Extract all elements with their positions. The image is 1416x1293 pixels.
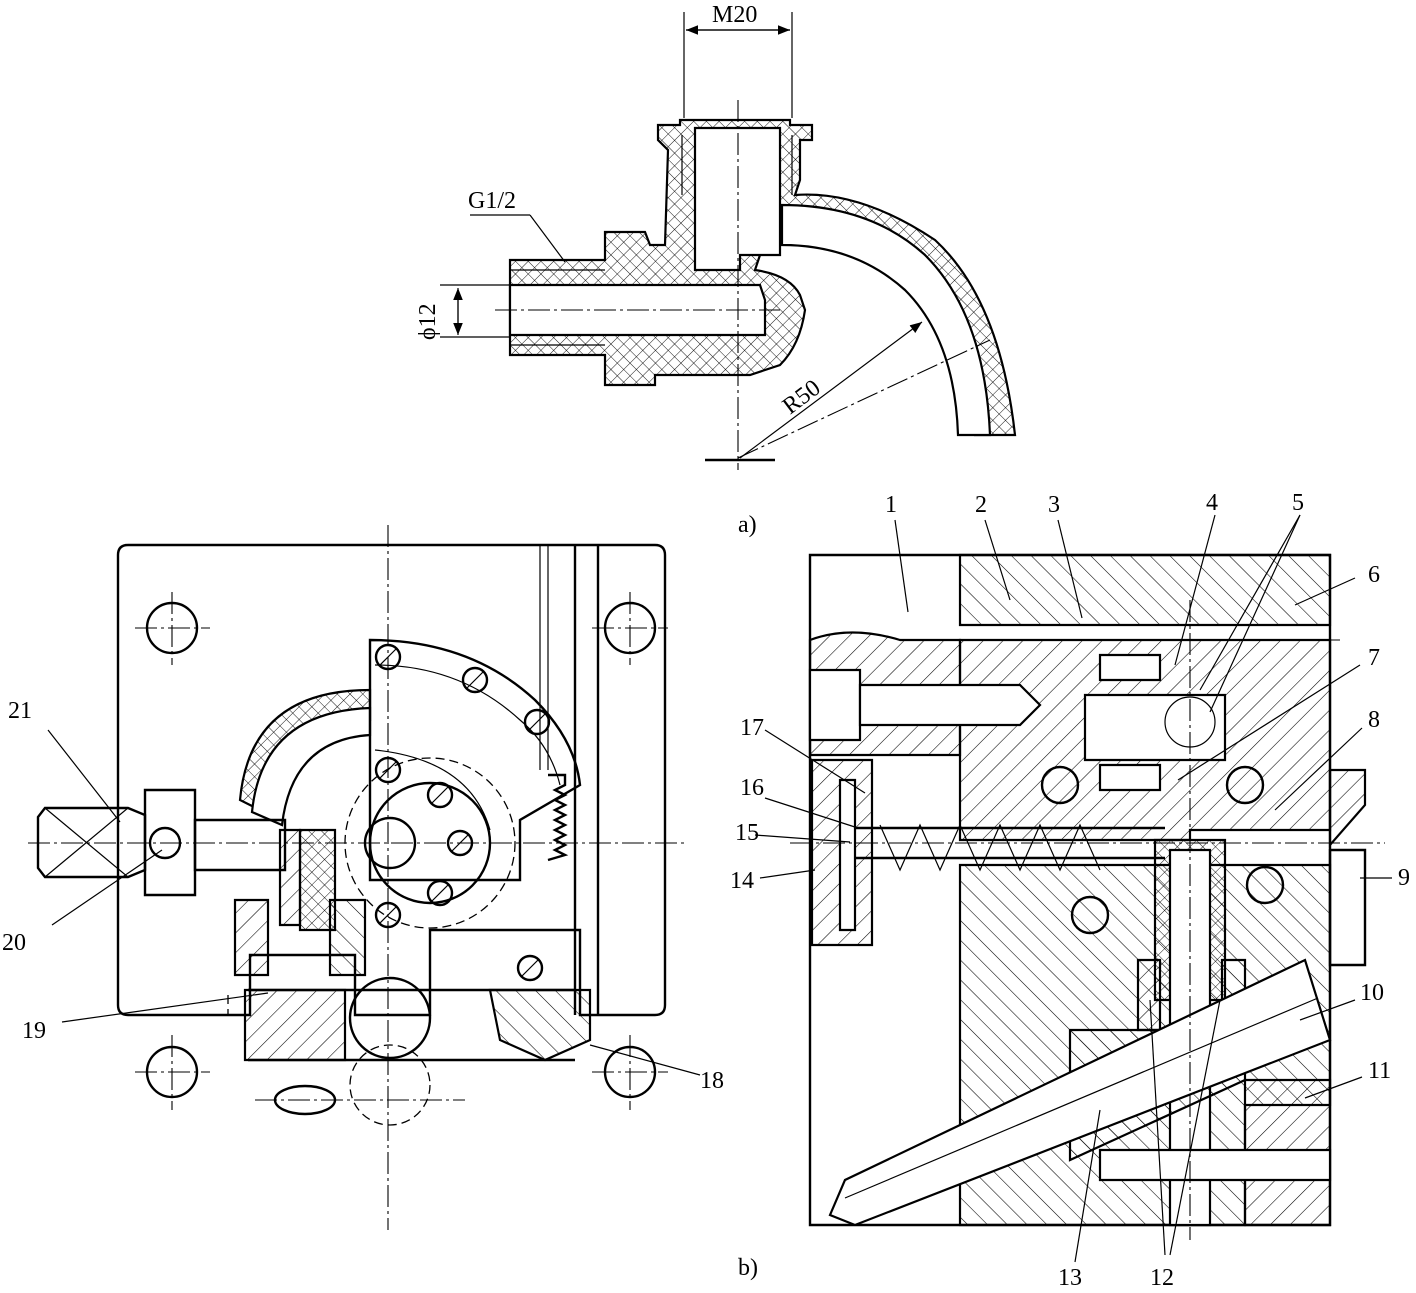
part-label-8: 8 (1368, 707, 1380, 733)
side-core-rod (193, 818, 287, 872)
bolt-17 (808, 668, 862, 742)
part-label-16: 16 (740, 775, 764, 801)
part-label-13: 13 (1058, 1265, 1082, 1291)
label-fig-b: b) (738, 1255, 758, 1281)
insert-holder (278, 828, 302, 927)
dim-r50: R50 (778, 375, 826, 420)
plate-9 (1328, 848, 1367, 967)
part-label-4: 4 (1206, 490, 1218, 516)
figure-b-plan-view (28, 525, 701, 1230)
bottom-slider (243, 988, 347, 1062)
part-label-21: 21 (8, 698, 32, 724)
dim-g12: G1/2 (468, 188, 516, 214)
part-label-19: 19 (22, 1018, 46, 1044)
rotary-segment (368, 638, 582, 882)
block-5 (1083, 693, 1227, 762)
ejector-ball (348, 976, 432, 1060)
part-label-9: 9 (1398, 865, 1410, 891)
part-label-1: 1 (885, 492, 897, 518)
spring-16 (879, 823, 1101, 872)
dim-phi12: ϕ12 (415, 303, 441, 340)
part-label-14: 14 (730, 868, 754, 894)
part-label-18: 18 (700, 1068, 724, 1094)
bend-channel (780, 203, 992, 437)
part-label-6: 6 (1368, 562, 1380, 588)
label-fig-a: a) (738, 512, 757, 538)
part-label-20: 20 (2, 930, 26, 956)
figure-b-section-view (754, 514, 1392, 1263)
part-label-11: 11 (1368, 1058, 1391, 1084)
gear-rack (547, 773, 569, 862)
part-label-12: 12 (1150, 1265, 1174, 1291)
part-label-3: 3 (1048, 492, 1060, 518)
part-label-17: 17 (740, 715, 764, 741)
part-label-2: 2 (975, 492, 987, 518)
base-plate-outline (116, 543, 667, 1017)
figure-a-elbow-part (440, 12, 1017, 470)
part-label-5: 5 (1292, 490, 1304, 516)
dim-m20: M20 (712, 2, 757, 28)
plate-2 (958, 553, 1332, 627)
part-label-15: 15 (735, 820, 759, 846)
angled-pin-10 (828, 958, 1332, 1227)
part-label-10: 10 (1360, 980, 1384, 1006)
part-label-7: 7 (1368, 645, 1380, 671)
bolt-18-block (488, 988, 592, 1062)
